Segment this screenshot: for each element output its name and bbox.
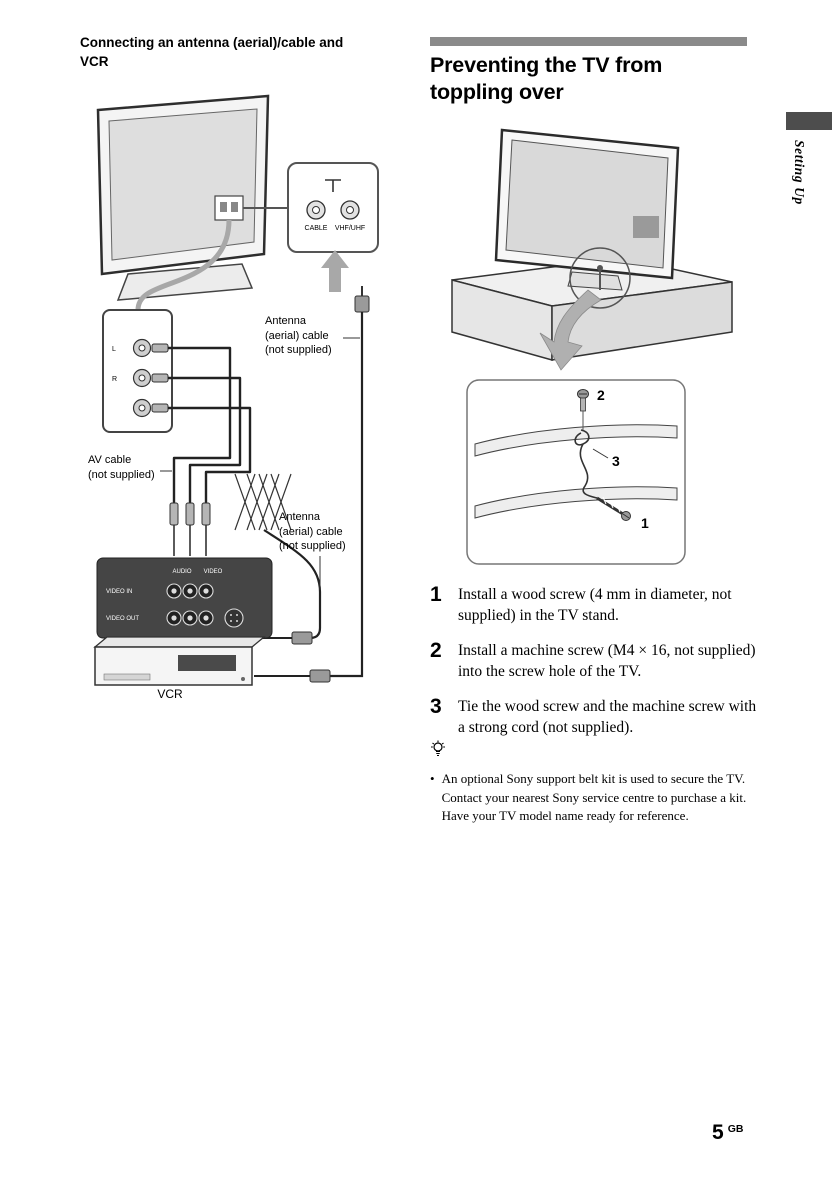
zoom-arrow-icon (539, 289, 602, 371)
tv-on-stand-art (451, 128, 733, 371)
section-accent-bar (430, 37, 747, 46)
instruction-steps: 1 Install a wood screw (4 mm in diameter… (430, 584, 760, 751)
antenna-cable-run (328, 286, 370, 678)
page-region: GB (727, 1123, 744, 1135)
antenna-cable-label-top: Antenna (aerial) cable (not supplied) (265, 315, 332, 357)
step-3: 3 Tie the wood screw and the machine scr… (430, 694, 760, 739)
video-label: VIDEO (204, 569, 223, 575)
left-section-heading: Connecting an antenna (aerial)/cable and… (80, 35, 344, 69)
step-1-text: Install a wood screw (4 mm in diameter, … (458, 586, 732, 625)
step-2-number: 2 (430, 638, 442, 662)
wood-screw-icon (596, 496, 631, 521)
tv-antenna-jack-panel: CABLE VHF/UHF (287, 162, 379, 253)
page-number-value: 5 (712, 1121, 724, 1144)
tip-bullet: • (430, 771, 435, 786)
video-out-label: VIDEO OUT (106, 616, 139, 622)
screw-highlight-circle (569, 247, 631, 309)
tv-toppling-diagram (440, 118, 740, 383)
plug-direction-arrow-icon (321, 250, 349, 292)
vcr-unit (93, 636, 266, 686)
tip-section: • An optional Sony support belt kit is u… (430, 740, 762, 826)
vhf-uhf-jack-label: VHF/UHF (335, 225, 365, 232)
step-1-number: 1 (430, 583, 442, 606)
antenna-vcr-diagram: CABLE VHF/UHF L R (80, 90, 390, 712)
antenna-icon (234, 473, 292, 531)
av-cable-label: AV cable (not supplied) (88, 454, 155, 481)
tv-illustration (96, 94, 270, 301)
tv-stand-edge (474, 424, 678, 519)
vcr-label: VCR (157, 687, 183, 701)
screw-detail-art: 2 3 1 (466, 379, 686, 565)
step-3-text: Tie the wood screw and the machine screw… (458, 697, 757, 736)
jack-l-label: L (112, 346, 116, 353)
tv-av-input-panel: L R (102, 309, 173, 433)
right-section-heading: Preventing the TV from toppling over (430, 53, 663, 104)
step-2: 2 Install a machine screw (M4 × 16, not … (430, 638, 760, 683)
cable-jack-label: CABLE (305, 225, 328, 232)
audio-label: AUDIO (172, 569, 191, 575)
page-number: 5 GB (712, 1122, 743, 1143)
step-3-number: 3 (430, 694, 442, 718)
step-2-text: Install a machine screw (M4 × 16, not su… (458, 641, 756, 681)
antenna-cable-label-bottom: Antenna (aerial) cable (not supplied) (279, 511, 346, 553)
jack-r-label: R (112, 376, 117, 383)
detail-number-2: 2 (597, 387, 605, 403)
aerial-downlead-cable (254, 529, 331, 683)
side-tab-bar (786, 112, 832, 130)
s-video-jack (224, 608, 244, 628)
tv-illustration (494, 128, 680, 291)
vcr-rear-panel: AUDIO VIDEO VIDEO IN VIDEO OUT (96, 557, 273, 639)
tip-text: An optional Sony support belt kit is use… (441, 771, 747, 824)
machine-screw-icon (577, 389, 589, 430)
antenna-vcr-diagram-art: CABLE VHF/UHF L R (93, 94, 379, 686)
av-rca-cables (151, 343, 252, 556)
video-in-label: VIDEO IN (106, 589, 132, 595)
cord-loop-icon (574, 429, 609, 499)
side-tab-label: Setting Up (792, 140, 807, 205)
step-1: 1 Install a wood screw (4 mm in diameter… (430, 584, 760, 627)
screw-detail-diagram: 2 3 1 (465, 378, 687, 566)
detail-number-1: 1 (641, 515, 649, 531)
tip-icon (431, 740, 445, 757)
tip-item: • An optional Sony support belt kit is u… (430, 770, 762, 826)
detail-number-3: 3 (612, 453, 620, 469)
antenna-terminal-icon (325, 179, 341, 192)
tv-av-cable (135, 219, 232, 311)
